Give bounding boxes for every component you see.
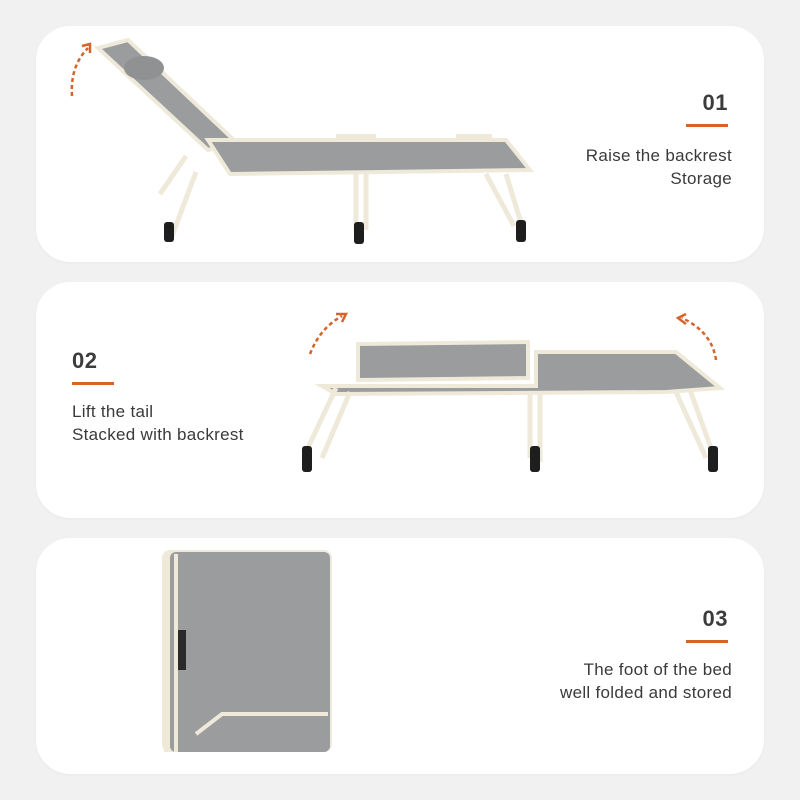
hinge — [178, 630, 186, 670]
foot-cap — [302, 446, 312, 472]
caption-line: The foot of the bed — [583, 660, 732, 679]
step-caption: Raise the backrest Storage — [586, 144, 732, 190]
leg-middle — [353, 174, 369, 230]
foot-cap — [164, 222, 174, 242]
lift-arrowhead-icon — [336, 312, 349, 323]
caption-line: Raise the backrest — [585, 146, 732, 165]
step-number: 01 — [702, 90, 728, 115]
step-number: 03 — [702, 606, 728, 631]
step-card-1: 01 Raise the backrest Storage — [36, 26, 764, 262]
fold-arrowhead-icon — [675, 312, 687, 325]
raise-arrowhead-icon — [81, 42, 92, 53]
corner-rail — [194, 712, 328, 736]
lift-arrow-icon — [308, 314, 343, 355]
step-caption: Lift the tail Stacked with backrest — [72, 400, 244, 446]
bed-deck — [314, 350, 726, 397]
accent-rule — [72, 382, 114, 385]
folded-fabric — [170, 552, 330, 752]
pillow — [124, 56, 164, 80]
accent-rule — [686, 640, 728, 643]
caption-line: well folded and stored — [560, 683, 732, 702]
step-card-2: 02 Lift the tail Stacked with backrest — [36, 282, 764, 518]
step-number: 02 — [72, 348, 98, 373]
bed-deck — [204, 138, 535, 177]
caption-line: Stacked with backrest — [72, 425, 244, 444]
caption-line: Lift the tail — [72, 402, 154, 421]
foot-cap — [516, 220, 526, 242]
caption-line: Storage — [670, 169, 732, 188]
leg-back — [157, 154, 199, 237]
deck-clip — [336, 134, 376, 142]
cot-reclined-illustration — [70, 37, 535, 244]
leg-front — [483, 172, 525, 228]
foot-cap — [708, 446, 718, 472]
cot-stacked-illustration — [302, 312, 726, 472]
accent-rule — [686, 124, 728, 127]
cot-folded-illustration — [162, 550, 332, 752]
fold-arrow-icon — [681, 316, 718, 361]
deck-clip — [456, 134, 492, 142]
backrest-panel — [93, 37, 240, 153]
step-caption: The foot of the bed well folded and stor… — [560, 658, 732, 704]
foot-cap — [354, 222, 364, 244]
side-rail — [164, 554, 178, 752]
leg-left — [303, 386, 353, 459]
step-card-3: 03 The foot of the bed well folded and s… — [36, 538, 764, 774]
raise-arrow-icon — [70, 47, 89, 97]
foot-cap — [530, 446, 540, 472]
stacked-panel — [356, 339, 530, 383]
